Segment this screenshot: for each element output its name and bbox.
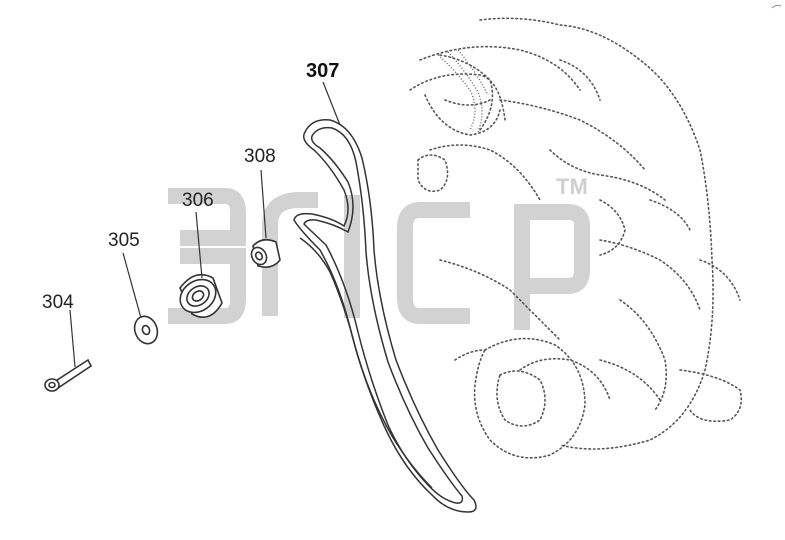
watermark-letter-5 <box>514 204 590 330</box>
engine-shading <box>437 49 489 133</box>
watermark-trademark: TM <box>556 174 588 199</box>
callout-307: 307 <box>306 60 339 82</box>
engine-block <box>409 17 743 459</box>
callout-306: 306 <box>182 190 214 211</box>
washer-305 <box>133 315 159 345</box>
leader-306 <box>195 211 203 279</box>
leader-308 <box>260 169 267 239</box>
callout-304: 304 <box>42 292 74 313</box>
callout-308: 308 <box>244 146 276 167</box>
watermark-letter-4 <box>397 202 470 324</box>
leader-307 <box>322 81 341 126</box>
corner-mark <box>771 4 782 9</box>
callout-305: 305 <box>108 230 140 251</box>
pulley-306 <box>179 273 223 318</box>
watermark-letter-2 <box>262 192 318 316</box>
belt-307 <box>293 119 477 513</box>
spacer-308 <box>250 238 281 268</box>
leader-305 <box>122 252 142 319</box>
watermark-letter-1 <box>168 188 246 324</box>
leader-304 <box>69 309 76 368</box>
bolt-304 <box>44 358 93 392</box>
